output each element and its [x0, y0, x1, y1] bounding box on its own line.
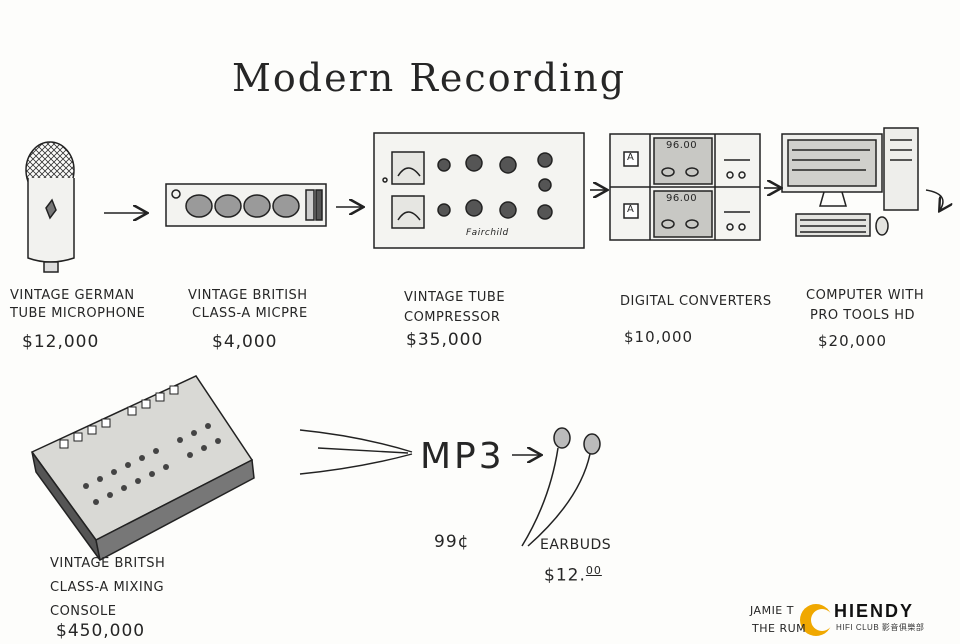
earbuds-price-cents: 00 [585, 564, 602, 577]
signature-line-1: Jamie T [750, 604, 794, 617]
converter-readout-1: 96.00 [666, 140, 698, 151]
micpre-label-line-2: Class-A MicPre [192, 306, 308, 321]
computer-illustration [781, 127, 943, 237]
tube-microphone-illustration [25, 141, 75, 273]
earbuds-label: Earbuds [540, 537, 612, 553]
watermark-brand: HIENDY [834, 601, 915, 621]
console-label-line-1: Vintage Britsh [50, 556, 166, 571]
mic-label-line-2: Tube Microphone [10, 306, 146, 321]
compressor-label-line-1: Vintage Tube [404, 290, 506, 305]
page-title: Modern Recording [232, 56, 627, 100]
computer-label-line-2: Pro Tools HD [810, 308, 916, 323]
computer-price: $20,000 [818, 332, 888, 350]
signal-flow-arrows [104, 188, 780, 213]
digital-converters-illustration [609, 133, 761, 241]
watermark-sub: HIFI CLUB 影音俱樂部 [836, 623, 925, 632]
converter-channel-a-2: A [627, 204, 635, 215]
converter-channel-a-1: A [627, 152, 635, 163]
console-label-line-3: Console [50, 604, 117, 619]
compressor-brand-label: Fairchild [466, 228, 509, 238]
converters-label: Digital Converters [620, 294, 772, 309]
mic-preamp-illustration [165, 183, 327, 227]
earbuds-price-main: $12. [544, 565, 586, 586]
mic-label-line-1: Vintage German [10, 288, 135, 303]
earbuds-illustration [521, 427, 601, 547]
converters-price: $10,000 [624, 328, 694, 346]
micpre-label-line-1: Vintage British [188, 288, 308, 303]
compressor-price: $35,000 [406, 330, 484, 350]
earbuds-price: $12.00 [544, 564, 602, 587]
compressor-label-line-2: Compressor [404, 310, 501, 325]
console-label-line-2: Class-A Mixing [50, 580, 165, 595]
hiendy-logo-mark [800, 604, 833, 636]
converter-readout-2: 96.00 [666, 193, 698, 204]
console-price: $450,000 [56, 621, 146, 641]
tube-compressor-illustration [373, 132, 585, 249]
signature-line-2: The Rum [752, 622, 807, 635]
mp3-label: MP3 [420, 436, 505, 477]
computer-label-line-1: Computer With [806, 288, 925, 303]
mic-price: $12,000 [22, 332, 100, 352]
mp3-price: 99¢ [434, 532, 470, 552]
mixing-console-illustration [30, 375, 255, 562]
micpre-price: $4,000 [212, 332, 278, 352]
conversion-arrow [299, 429, 413, 475]
